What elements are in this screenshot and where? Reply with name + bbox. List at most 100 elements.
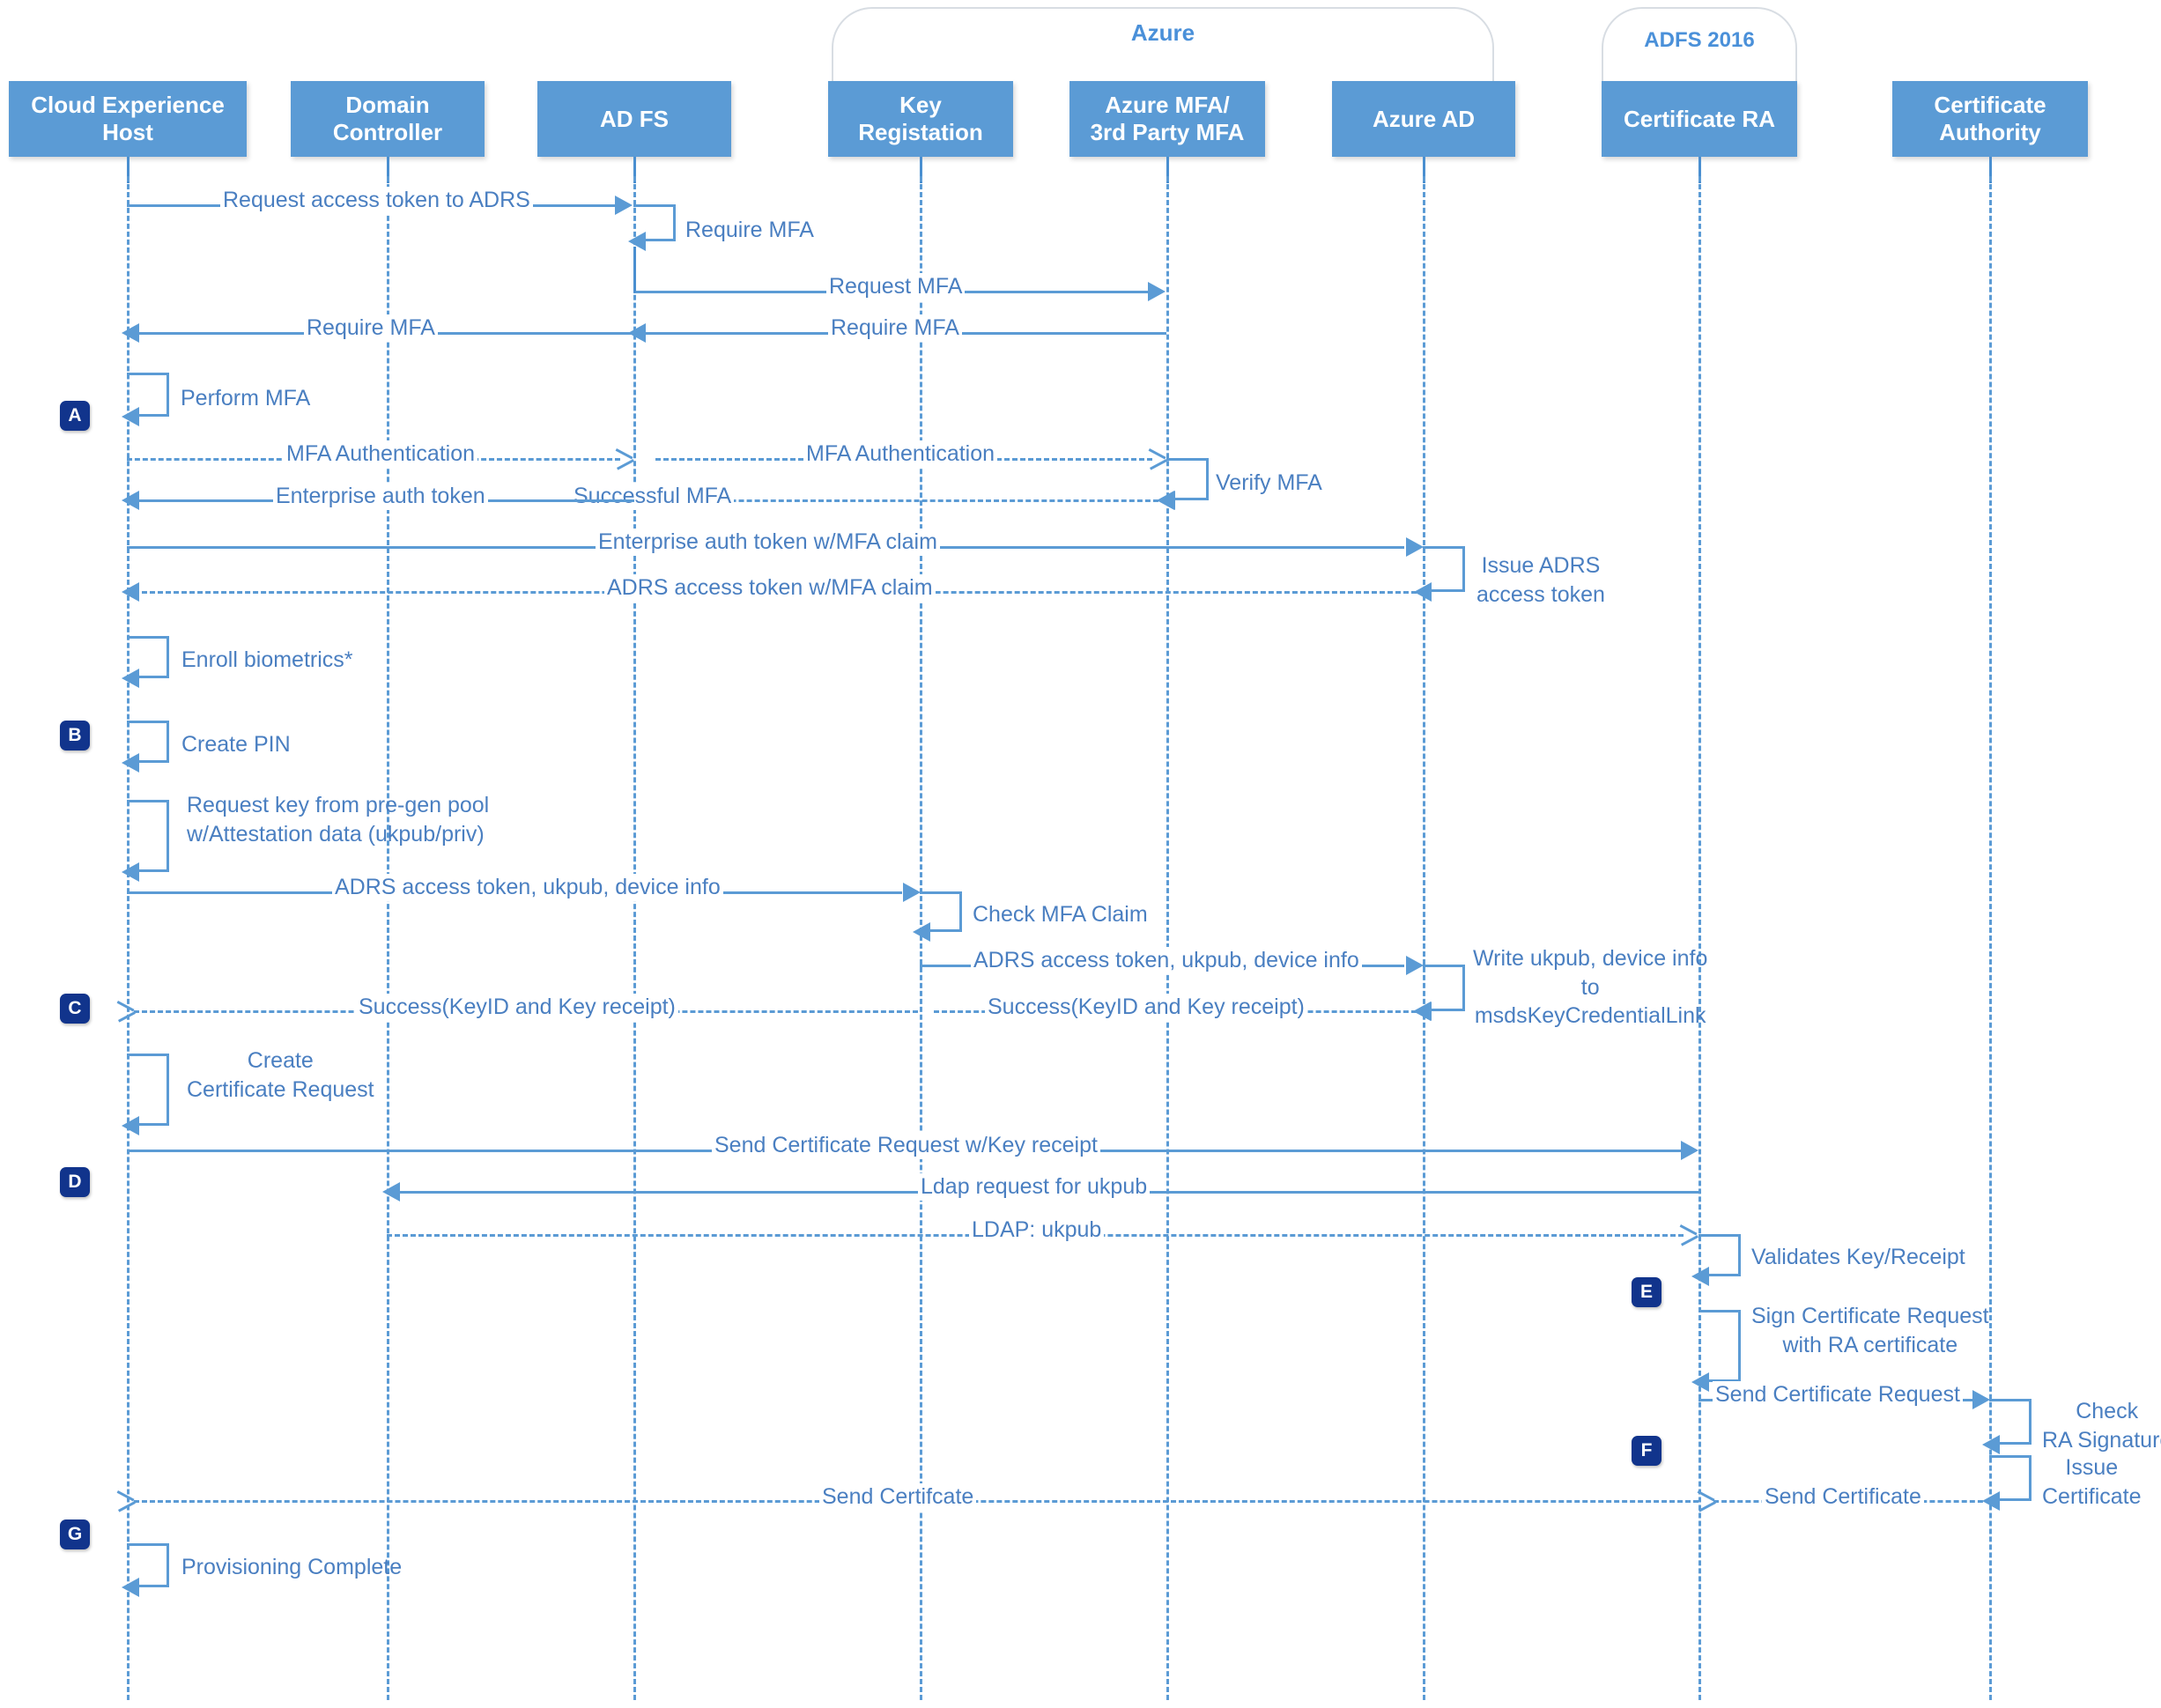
participant-azure-mfa[interactable]: Azure MFA/3rd Party MFA <box>1069 81 1265 157</box>
message-label-mfa-authentication-1: MFA Authentication <box>284 440 478 469</box>
step-badge-f: F <box>1632 1436 1661 1466</box>
lifeline-ceh <box>127 176 130 1700</box>
message-line-10 <box>643 499 1166 502</box>
message-label-enroll-biometrics: Enroll biometrics* <box>181 647 353 672</box>
group-label-adfs2016: ADFS 2016 <box>1644 28 1755 52</box>
selfcall-issue-adrs-access-token <box>1423 546 1465 592</box>
selfcall-require-mfa-adfs <box>633 204 676 241</box>
arrowhead-left-24 <box>122 1116 139 1135</box>
arrowhead-right-18 <box>903 883 921 902</box>
arrowhead-left-6 <box>122 407 139 426</box>
arrowhead-right-3 <box>1148 282 1166 301</box>
message-label-adrs-access-token-mfa-claim: ADRS access token w/MFA claim <box>604 574 936 603</box>
lifeline-stub-mfa <box>1166 157 1169 183</box>
lifeline-stub-adfs <box>633 157 636 183</box>
selfcall-perform-mfa <box>127 373 169 417</box>
arrowhead-right-1 <box>615 196 633 215</box>
participant-label: Certificate RA <box>1624 105 1775 132</box>
selfcall-write-ukpub-msds <box>1423 965 1465 1011</box>
selfcall-sign-certificate-request <box>1698 1310 1741 1382</box>
selfcall-check-ra-signature <box>1989 1399 2031 1445</box>
arrowhead-left-17 <box>122 862 139 882</box>
group-frame-azure <box>832 7 1494 88</box>
arrowhead-open-right-8 <box>1148 448 1167 470</box>
message-label-adrs-token-ukpub-device-info-2: ADRS access token, ukpub, device info <box>971 947 1362 975</box>
message-label-request-access-token-to-adrs: Request access token to ADRS <box>220 187 533 215</box>
lifeline-stub-cra <box>1698 157 1701 183</box>
lifeline-adfs <box>633 176 636 1700</box>
selfcall-create-pin <box>127 721 169 763</box>
message-label-enterprise-auth-token: Enterprise auth token <box>273 483 488 511</box>
arrowhead-left-19 <box>913 922 930 942</box>
message-label-provisioning-complete: Provisioning Complete <box>181 1555 403 1579</box>
message-label-require-mfa-self: Require MFA <box>685 218 814 242</box>
message-label-verify-mfa: Verify MFA <box>1216 470 1322 495</box>
lifeline-dc <box>387 176 389 1700</box>
selfcall-validates-key-receipt <box>1698 1234 1741 1276</box>
message-label-check-mfa-claim: Check MFA Claim <box>973 902 1148 927</box>
arrowhead-right-20 <box>1406 956 1424 975</box>
step-badge-c: C <box>60 994 90 1024</box>
message-label-send-certificate-request: Send Certificate Request <box>1713 1381 1963 1409</box>
lifeline-stub-ceh <box>127 157 130 183</box>
arrowhead-left-35 <box>122 1578 139 1597</box>
arrowhead-left-29 <box>1691 1372 1709 1392</box>
arrowhead-right-30 <box>1972 1390 1990 1409</box>
lifeline-mfa <box>1166 176 1169 1700</box>
arrowhead-left-16 <box>122 753 139 773</box>
message-label-ldap-request-for-ukpub: Ldap request for ukpub <box>918 1173 1151 1202</box>
group-label-azure: Azure <box>1130 19 1195 46</box>
arrowhead-open-left-23 <box>116 1001 136 1023</box>
lifeline-aad <box>1423 176 1425 1700</box>
lifeline-stub-ca <box>1989 157 1992 183</box>
arrowhead-left-22 <box>1413 1002 1431 1021</box>
lifeline-stub-kr <box>920 157 922 183</box>
lifeline-ca <box>1989 176 1992 1700</box>
selfcall-check-mfa-claim <box>920 891 962 932</box>
message-label-send-certificate-request-key-receipt: Send Certificate Request w/Key receipt <box>712 1132 1100 1160</box>
arrowhead-open-right-7 <box>615 448 634 470</box>
participant-azure-ad[interactable]: Azure AD <box>1332 81 1515 157</box>
step-badge-b: B <box>60 721 90 750</box>
participant-certificate-ra[interactable]: Certificate RA <box>1602 81 1797 157</box>
arrowhead-left-5 <box>122 323 139 343</box>
arrowhead-left-26 <box>382 1182 400 1202</box>
message-label-require-mfa-adfs-to-ceh: Require MFA <box>304 314 438 343</box>
message-label-perform-mfa: Perform MFA <box>181 386 311 410</box>
step-badge-e: E <box>1632 1277 1661 1307</box>
connector-3 <box>633 247 636 292</box>
message-label-create-pin: Create PIN <box>181 732 291 757</box>
message-label-enterprise-auth-token-mfa-claim: Enterprise auth token w/MFA claim <box>596 529 940 557</box>
selfcall-provisioning-complete <box>127 1543 169 1587</box>
arrowhead-left-31 <box>1982 1435 2000 1454</box>
message-label-ldap-ukpub: LDAP: ukpub <box>969 1216 1105 1245</box>
participant-ad-fs[interactable]: AD FS <box>537 81 731 157</box>
participant-label: Azure MFA/3rd Party MFA <box>1090 92 1245 145</box>
message-label-success-keyid-receipt-1: Success(KeyID and Key receipt) <box>356 994 678 1022</box>
selfcall-create-certificate-request <box>127 1054 169 1126</box>
message-label-require-mfa-mfa-to-adfs: Require MFA <box>828 314 962 343</box>
arrowhead-left-2 <box>628 232 646 251</box>
message-label-adrs-token-ukpub-device-info-1: ADRS access token, ukpub, device info <box>332 874 723 902</box>
participant-label: Azure AD <box>1372 105 1476 132</box>
arrowhead-right-25 <box>1681 1141 1698 1160</box>
message-label-success-keyid-receipt-2: Success(KeyID and Key receipt) <box>985 994 1307 1022</box>
step-badge-a: A <box>60 401 90 431</box>
message-label-mfa-authentication-2: MFA Authentication <box>803 440 998 469</box>
lifeline-stub-aad <box>1423 157 1425 183</box>
message-label-send-certificate: Send Certificate <box>1762 1483 1924 1512</box>
group-frame-adfs2016 <box>1602 7 1797 88</box>
arrowhead-left-14 <box>122 582 139 602</box>
